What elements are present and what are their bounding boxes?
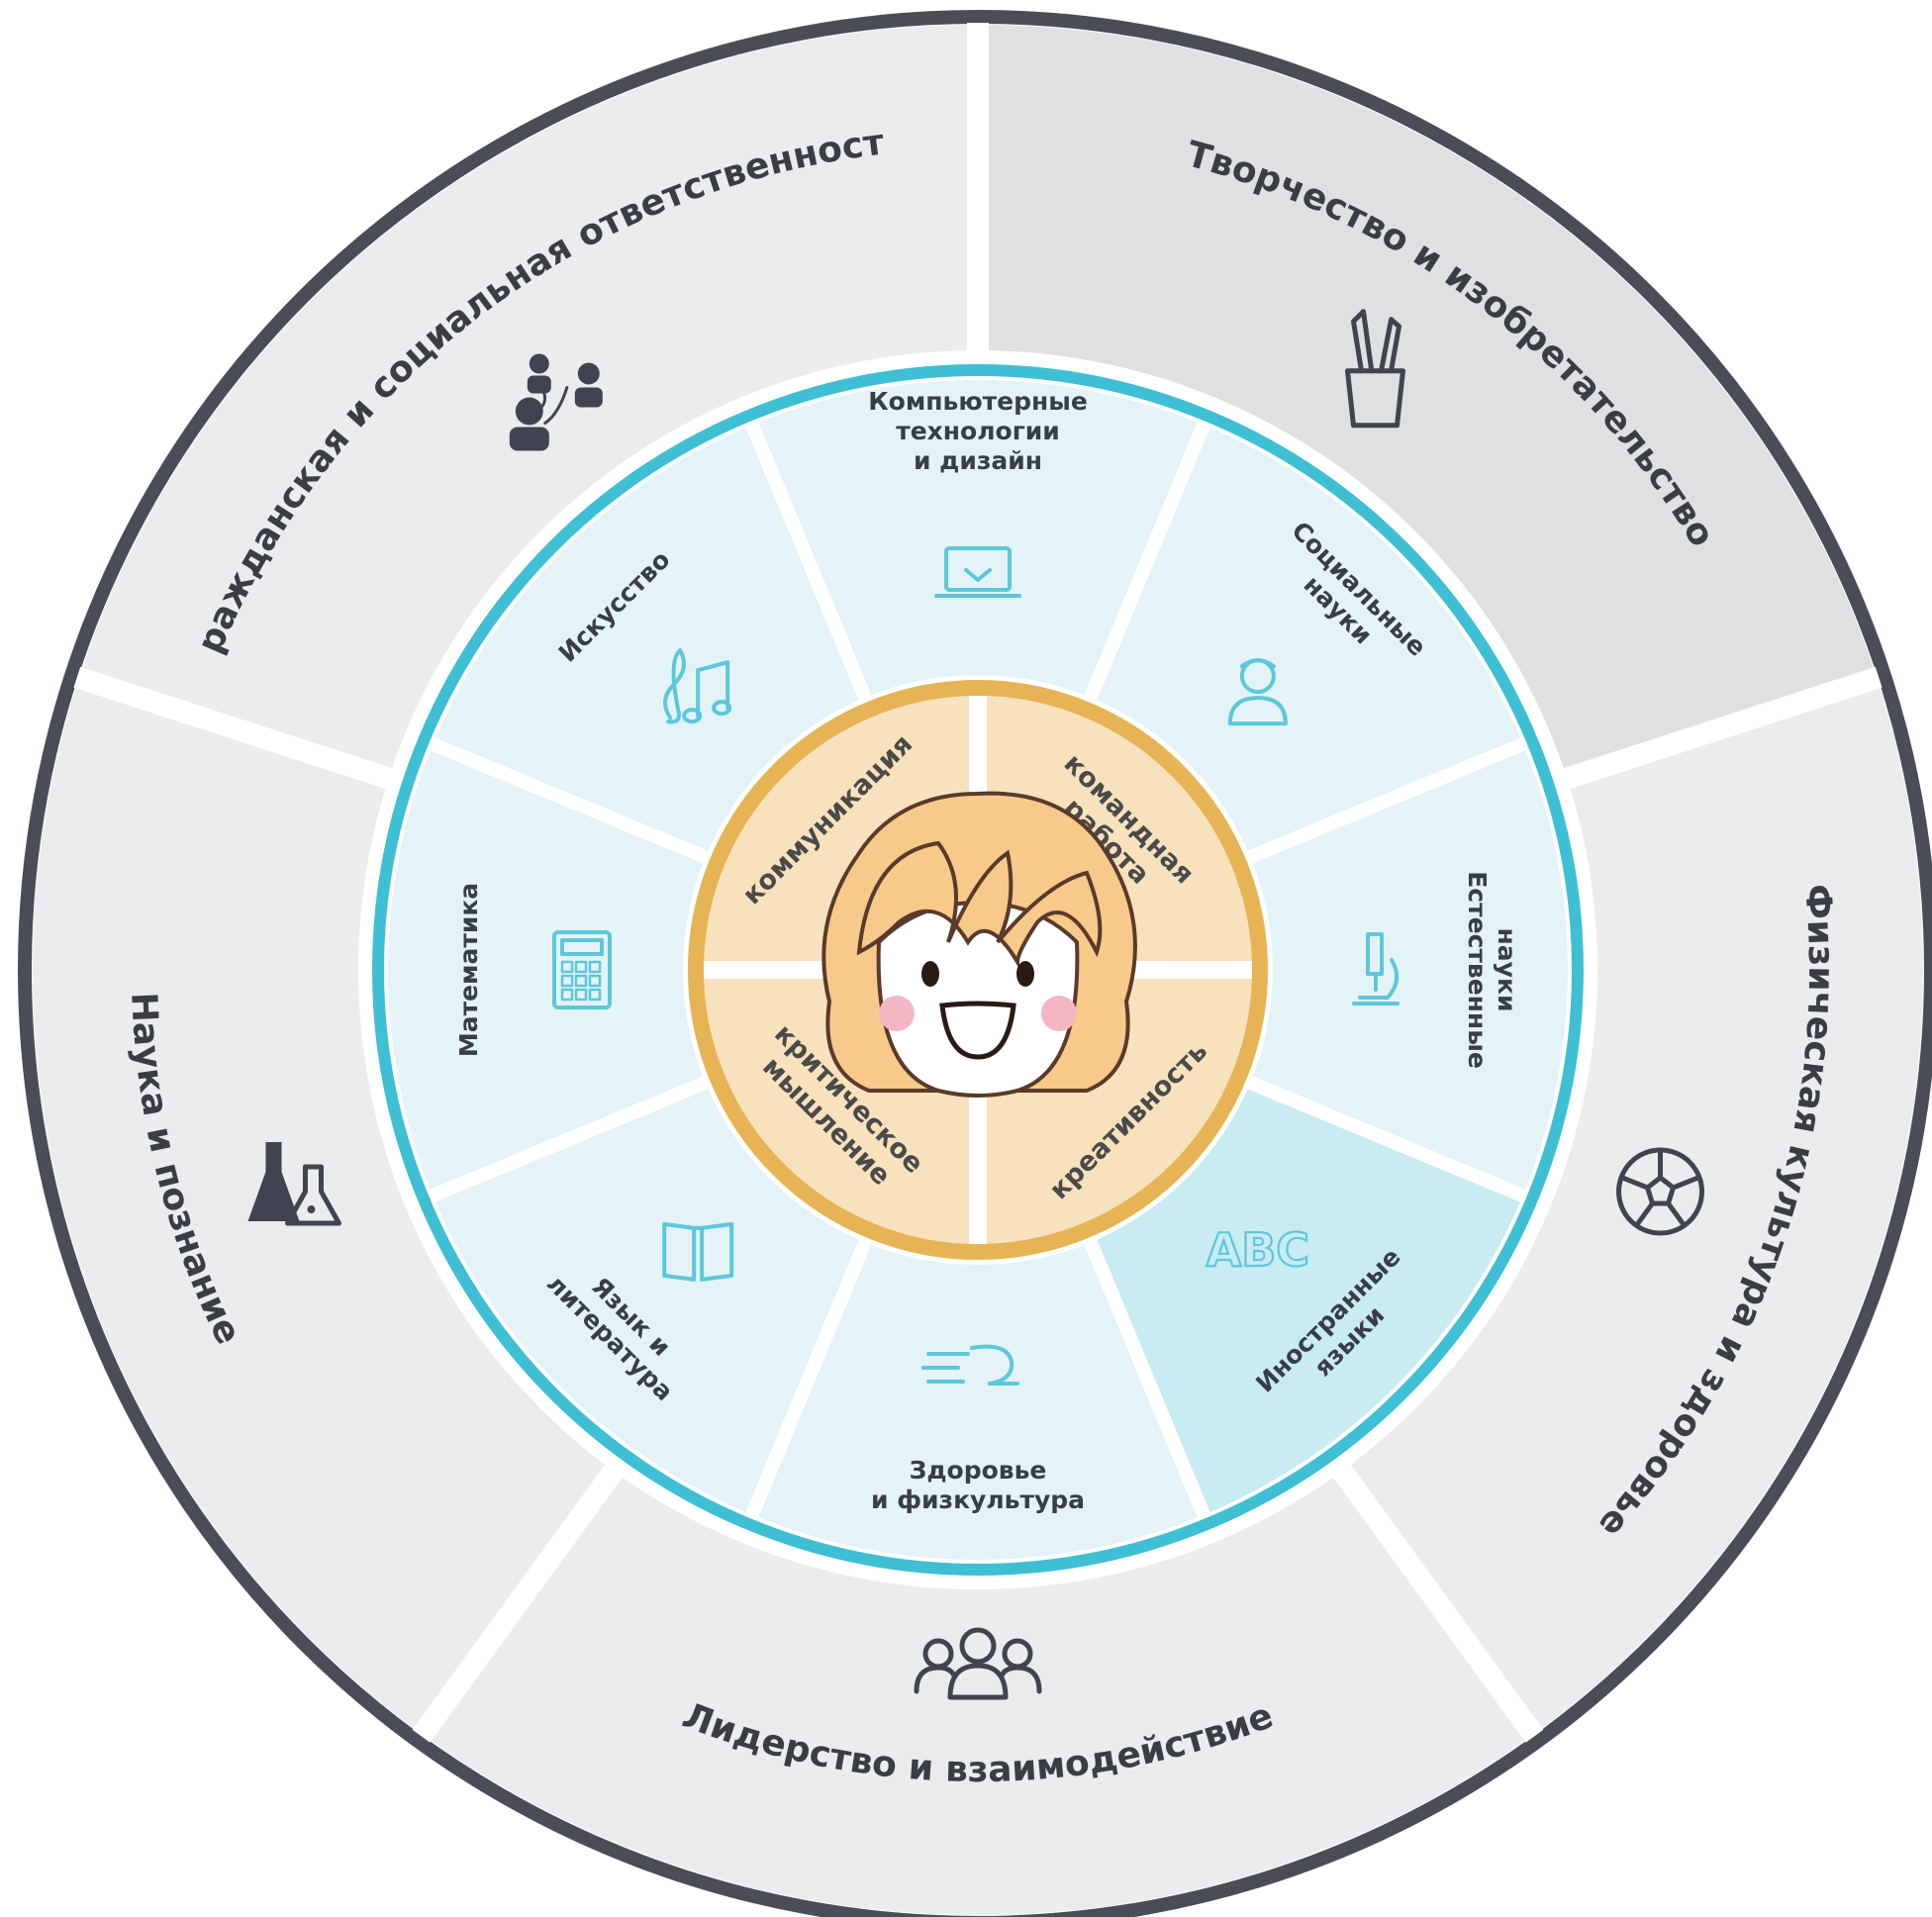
running-icon [921,1344,1019,1386]
outer-segment [32,677,615,1735]
middle-separator [1083,420,1211,705]
middle-segment-label-line: Компьютерные [868,387,1088,416]
middle-separator [1083,1235,1211,1520]
middle-ring-border [372,364,1584,1576]
middle-separator [428,736,713,865]
center-face [821,791,1137,1098]
outer-separator [1560,666,1883,791]
outer-separator [73,666,396,791]
svg-text:ABC: ABC [1207,1223,1309,1277]
outer-ring-border [18,10,1932,1917]
soccer-ball-icon [1616,1147,1705,1236]
person-icon [1227,658,1288,726]
microscope-icon [1352,932,1400,1006]
outer-separator [1330,1461,1544,1743]
middle-segment [1091,1083,1523,1515]
laptop-icon [934,546,1021,598]
middle-separator [428,1075,713,1203]
middle-separator [1243,736,1528,865]
middle-segment-label-line: и физкультура [871,1486,1085,1514]
outer-segment [978,25,1878,779]
middle-segment [1091,425,1523,857]
middle-separator [744,420,873,705]
middle-segment [1250,743,1568,1197]
middle-segment-label-line: Здоровье [910,1456,1047,1485]
middle-segment-label-line: технологии [896,417,1060,445]
middle-separator [1243,1075,1528,1203]
calculator-icon [552,930,612,1009]
flasks-icon [247,1142,341,1226]
middle-segment-label-line: Математика [454,883,483,1057]
outer-separator [412,1461,626,1743]
music-notes-icon [663,648,732,724]
middle-segment [433,425,865,857]
middle-segment-label-line: науки [1493,928,1521,1012]
middle-segment [388,743,706,1197]
middle-segment [433,1083,865,1515]
middle-segment-label-line: и дизайн [914,446,1042,475]
people-network-icon [509,353,603,451]
book-icon [662,1221,734,1282]
outer-segment [422,1471,1534,1916]
abc-icon: ABC [1206,1222,1311,1278]
middle-segment [751,379,1205,698]
outer-segment [1341,677,1923,1735]
middle-segment [751,1242,1205,1560]
middle-segment-label: Математика [454,883,483,1057]
pencil-cup-icon [1345,309,1406,429]
group-icon [914,1627,1042,1700]
middle-segment-label-line: Естественные [1463,871,1492,1069]
smiling-child-icon [821,791,1137,1098]
middle-separator [744,1235,873,1520]
